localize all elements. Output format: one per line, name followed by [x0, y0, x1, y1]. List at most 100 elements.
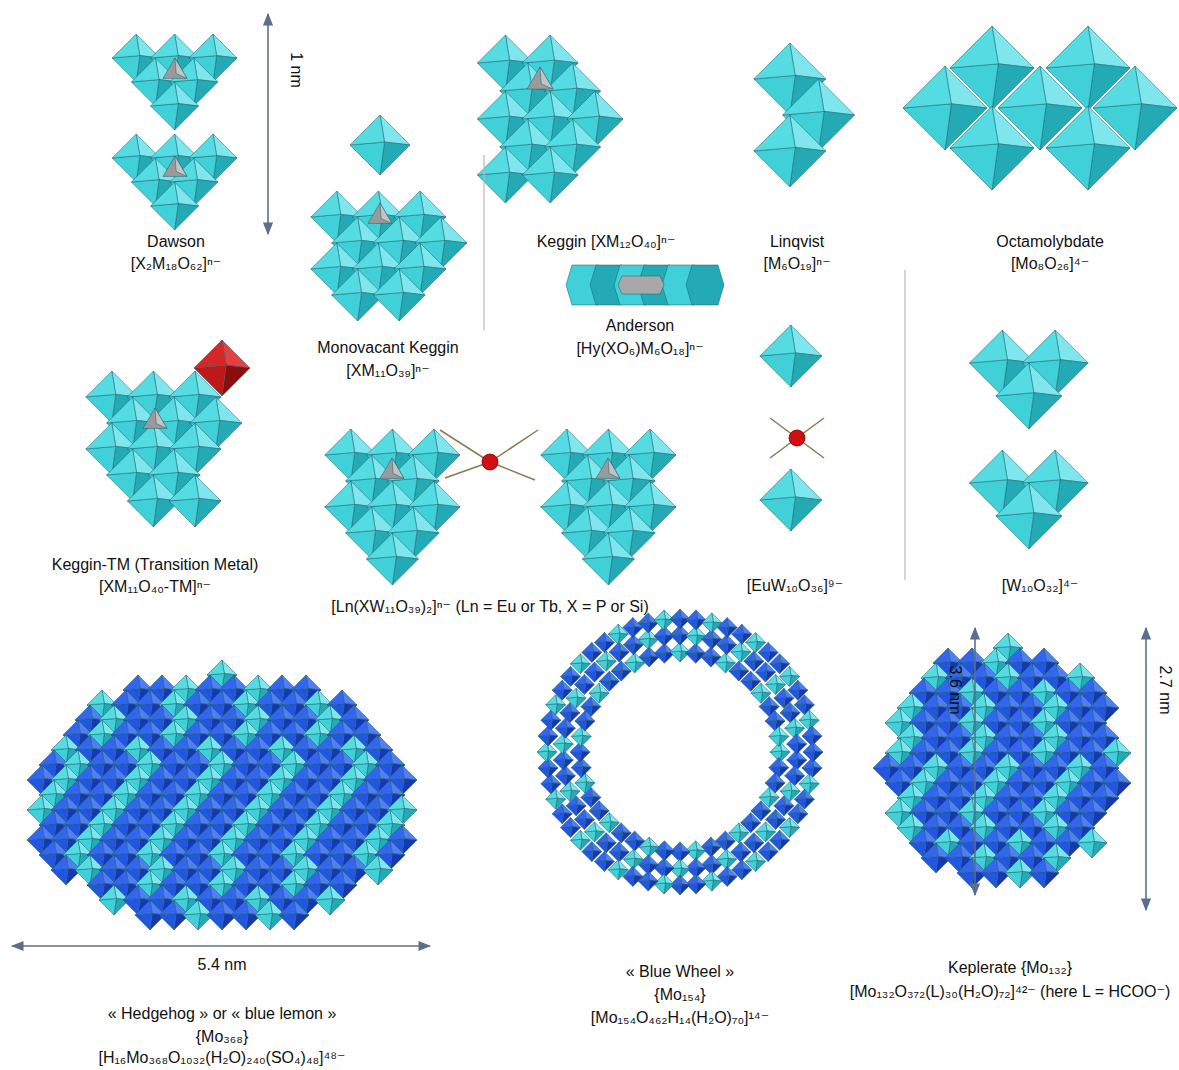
polyhedron-face	[151, 182, 179, 206]
polyhedron-face	[759, 787, 771, 797]
polyhedron-face	[1005, 648, 1022, 663]
polyhedron-face	[760, 353, 796, 387]
polyhedron-face	[75, 825, 92, 840]
polyhedron-face	[819, 79, 855, 115]
polyhedron-face	[500, 119, 532, 147]
polyhedron-face	[1046, 144, 1094, 190]
polyhedron-face	[402, 839, 417, 856]
polyhedron-face	[99, 885, 116, 900]
polyhedron-face	[654, 619, 666, 630]
polyhedron-face	[171, 735, 188, 750]
polyhedron-face	[143, 408, 167, 428]
polyhedron-face	[350, 115, 385, 145]
polyhedron-face	[897, 723, 914, 738]
polyhedron-face	[332, 217, 362, 243]
polyhedron-face	[819, 111, 855, 151]
polyhedron-face	[751, 683, 763, 693]
polyhedron-face	[231, 840, 248, 855]
polyhedron-face	[537, 751, 549, 762]
polyhedron-face	[219, 705, 236, 720]
polyhedron-face	[788, 804, 800, 814]
polyhedron-face	[897, 693, 914, 708]
polyhedron-face	[339, 735, 356, 750]
polyhedron-face	[175, 204, 199, 230]
polyhedron-face	[311, 191, 341, 217]
polyhedron-face	[1029, 708, 1046, 723]
polyhedron-face	[741, 680, 753, 691]
polyhedron-face	[570, 654, 582, 664]
polyhedron-face	[582, 642, 594, 652]
polyhedron-face	[169, 371, 199, 397]
polyhedron-face	[1077, 708, 1094, 723]
polyhedron-face	[582, 651, 594, 662]
polyhedron-face	[1022, 330, 1060, 363]
polyhedron-face	[608, 633, 620, 644]
polyhedron-face	[243, 885, 260, 900]
polyhedron-face	[1055, 360, 1088, 396]
polyhedron-face	[770, 830, 782, 840]
polyhedron-face	[780, 781, 792, 791]
polyhedron-face	[759, 706, 771, 717]
polyhedron-face	[650, 504, 676, 533]
polyhedron-face	[909, 678, 926, 693]
polyhedron-face	[315, 855, 332, 870]
polyhedron-face	[171, 795, 188, 810]
polyhedron-face	[790, 147, 826, 187]
polyhedron-face	[159, 720, 176, 735]
polyhedron-face	[207, 900, 224, 915]
polyhedron-face	[195, 446, 221, 475]
polyhedron-face	[402, 779, 417, 796]
polyhedron-face	[758, 642, 770, 652]
polyhedron-face	[780, 703, 792, 713]
polyhedron-face	[267, 795, 284, 810]
polyhedron-face	[1041, 693, 1058, 708]
polyhedron-face	[957, 738, 974, 753]
polyhedron-face	[803, 742, 815, 752]
polyhedron-face	[194, 180, 218, 206]
polyhedron-face	[303, 870, 320, 885]
polyhedron-face	[327, 870, 344, 885]
polyhedron-face	[363, 869, 380, 886]
polyhedron-face	[787, 734, 799, 744]
polyhedron-face	[339, 765, 356, 780]
polyhedron-face	[1017, 693, 1034, 708]
polyhedron-face	[147, 885, 164, 900]
polyhedron-face	[373, 269, 403, 295]
polyhedron-face	[522, 147, 554, 175]
polyhedron-face	[39, 750, 56, 765]
polyhedron-face	[609, 651, 621, 662]
polyhedron-face	[1022, 450, 1060, 483]
polyhedron-face	[303, 750, 320, 765]
polyhedron-face	[528, 63, 556, 91]
polyhedron-face	[785, 718, 797, 728]
polyhedron-face	[1017, 723, 1034, 738]
bond-line	[490, 430, 538, 462]
polyhedron-face	[231, 780, 248, 795]
polyhedron-face	[541, 710, 553, 720]
polyhedron-face	[731, 842, 743, 852]
polyhedron-face	[1088, 144, 1130, 190]
polyhedron-face	[303, 720, 320, 735]
polyhedron-face	[189, 34, 217, 58]
polyhedron-face	[608, 869, 620, 880]
polyhedron-face	[1089, 723, 1106, 738]
polyhedron-face	[135, 750, 152, 765]
polyhedron-face	[638, 638, 650, 649]
polyhedron-face	[39, 810, 56, 825]
polyhedron-face	[171, 885, 188, 900]
polyhedron-face	[1053, 678, 1070, 693]
polyhedron-face	[194, 365, 226, 396]
polyhedron-face	[717, 866, 729, 876]
polyhedron-face	[552, 689, 564, 700]
polyhedron-face	[770, 654, 782, 664]
polyhedron-face	[339, 855, 356, 870]
polyhedron-face	[75, 735, 92, 750]
polyhedron-face	[790, 43, 826, 79]
polyhedron-face	[702, 613, 714, 623]
polyhedron-face	[744, 833, 756, 843]
polyhedron-face	[885, 738, 902, 753]
polyhedron-face	[766, 684, 778, 695]
polyhedron-face	[279, 914, 296, 931]
polyhedron-face	[618, 276, 664, 294]
lanthanide-atom	[789, 430, 805, 446]
